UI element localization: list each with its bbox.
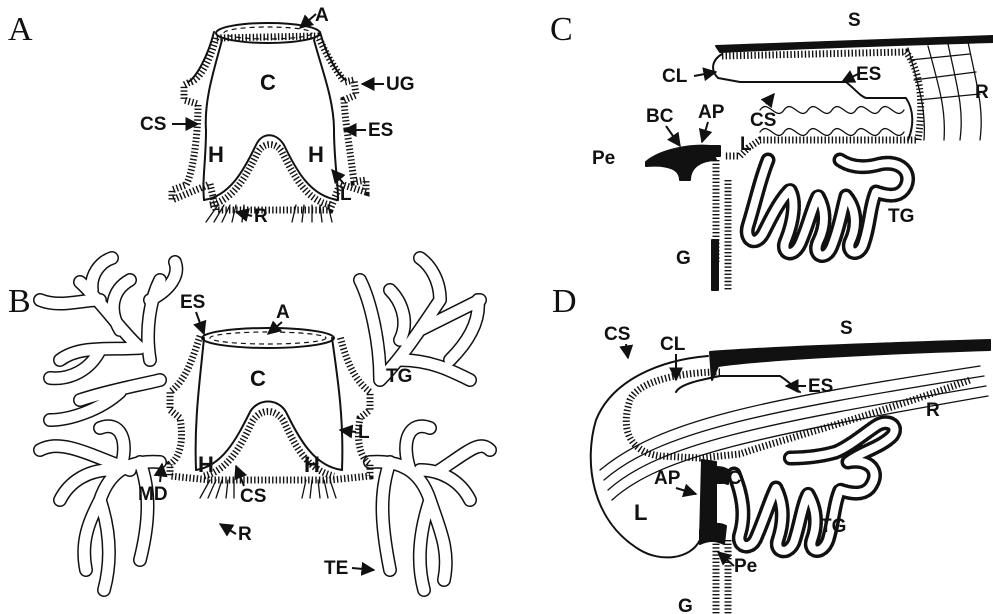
panel-letter-d: D — [552, 283, 577, 320]
label-d-bc: BC — [714, 468, 742, 489]
label-a-c: C — [260, 70, 276, 95]
stalk-dark-c — [712, 240, 718, 290]
mantle-outline-d — [676, 376, 800, 392]
mantle-outline-c — [713, 54, 912, 140]
label-c-l: L — [740, 134, 752, 155]
panel-a-body — [172, 23, 366, 222]
label-d-cs: CS — [604, 324, 630, 345]
label-c-bc: BC — [646, 106, 674, 127]
label-a-r: R — [254, 206, 268, 227]
label-b-cs: CS — [240, 486, 266, 507]
label-d-r: R — [926, 400, 940, 421]
tubular-glands-left — [40, 258, 176, 590]
panel-b: B ES A C TG — [8, 258, 490, 590]
arrow-b-r — [220, 524, 236, 534]
label-c-tg: TG — [888, 206, 914, 227]
label-a-atrium: A — [315, 5, 329, 26]
arrow-c-cs — [766, 94, 774, 104]
arrow-c-ap — [702, 122, 708, 142]
arrow-c-cl — [694, 72, 716, 76]
body-b-atrium — [202, 328, 334, 348]
label-a-l: L — [340, 184, 352, 205]
label-b-h-right: H — [304, 452, 320, 477]
body-b-hood-arch — [196, 402, 342, 471]
label-d-pe: Pe — [734, 556, 757, 577]
label-a-h-right: H — [308, 142, 324, 167]
cavity-outline — [203, 40, 338, 200]
wavy-cavity-c — [760, 107, 904, 114]
label-a-cs: CS — [140, 114, 166, 135]
arrow-d-pe — [718, 552, 734, 566]
label-c-ap: AP — [698, 102, 725, 123]
panel-a: A A C UG CS ES H H R L — [8, 5, 415, 227]
tubular-glands-right — [360, 258, 490, 590]
label-d-s: S — [840, 318, 853, 339]
label-b-l: L — [358, 422, 370, 443]
panel-letter-a: A — [8, 11, 33, 48]
label-a-ug: UG — [386, 74, 415, 95]
label-a-h-left: H — [208, 142, 224, 167]
label-c-g: G — [676, 248, 691, 269]
body-b-cavity — [196, 338, 343, 470]
gland-lumen-lower-right — [370, 426, 490, 590]
arrow-b-es — [196, 312, 204, 334]
arrow-c-bc — [666, 126, 680, 146]
label-a-es: ES — [368, 120, 393, 141]
panel-c: C S CL ES R BC AP CS Pe L TG G — [550, 10, 993, 290]
label-b-md: MD — [138, 484, 168, 505]
wavy-cavity-c-lower — [760, 129, 904, 136]
panel-d: D CS CL S ES R AP BC L TG Pe — [552, 283, 990, 614]
label-b-te: TE — [324, 558, 348, 579]
mantle-pocket-d — [626, 372, 970, 458]
label-c-cs: CS — [750, 110, 776, 131]
mantle-epithelium-c — [722, 52, 921, 156]
label-d-ap: AP — [654, 468, 681, 489]
label-b-a: A — [276, 302, 290, 323]
shell-bc — [700, 146, 720, 156]
label-d-es: ES — [808, 376, 833, 397]
label-c-r: R — [975, 82, 989, 103]
label-c-es: ES — [856, 64, 881, 85]
label-b-r: R — [238, 524, 252, 545]
label-d-cl: CL — [660, 334, 686, 355]
gland-lumen-upper-left — [40, 258, 176, 420]
shell-top — [716, 36, 993, 52]
panel-letter-b: B — [8, 283, 31, 320]
label-d-l: L — [634, 500, 647, 525]
label-d-tg: TG — [820, 516, 846, 537]
arrow-d-cs — [626, 344, 628, 358]
label-b-tg: TG — [386, 366, 412, 387]
arrow-d-ap — [676, 488, 696, 494]
arrow-b-te — [352, 568, 374, 570]
label-c-s: S — [848, 10, 861, 31]
label-b-h-left: H — [198, 452, 214, 477]
label-c-cl: CL — [662, 66, 688, 87]
tubular-gland-c — [747, 160, 907, 256]
stalk-epithelium-d — [716, 540, 728, 614]
label-b-c: C — [250, 366, 266, 391]
panel-letter-c: C — [550, 11, 573, 48]
shell-top-d — [710, 340, 990, 380]
root-fibers-b-left — [200, 480, 234, 498]
label-d-g: G — [678, 596, 693, 614]
label-c-pe: Pe — [592, 148, 615, 169]
label-b-es: ES — [180, 292, 205, 313]
